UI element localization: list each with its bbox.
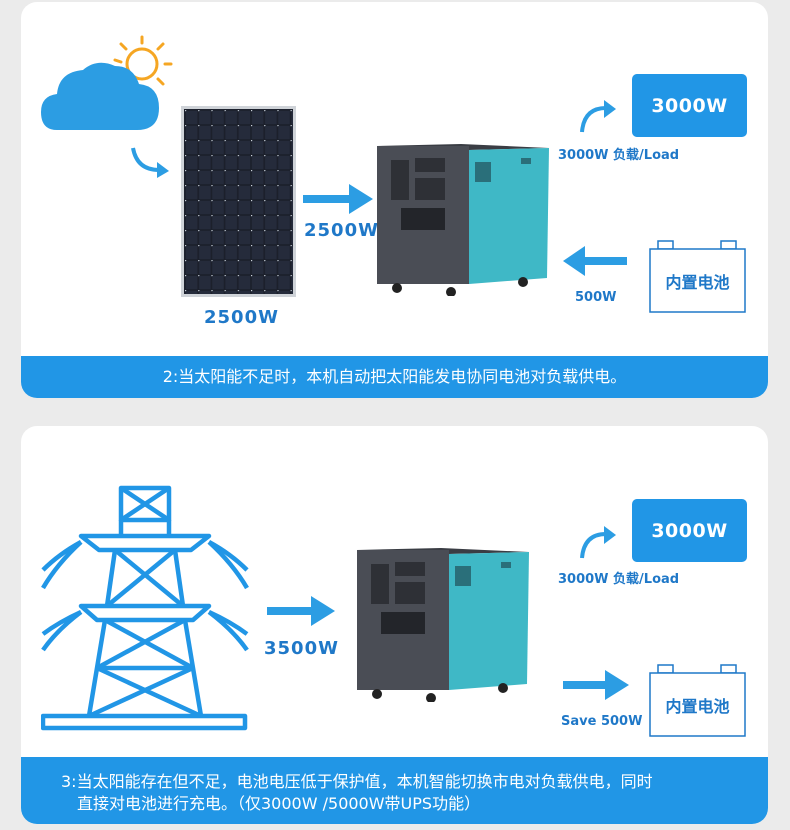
load-label: 3000W 负载/Load — [558, 572, 680, 587]
battery-box: 内置电池 — [649, 662, 746, 737]
transmission-tower-icon — [41, 485, 249, 731]
right-arrow-icon — [563, 670, 629, 700]
power-station-image — [357, 548, 529, 702]
right-arrow-icon — [267, 596, 335, 626]
grid-scenario-panel: 3500W 3000W 3000W 负载/Load 内置电池 Save 500W — [21, 426, 768, 824]
arrow-power-label: 3500W — [264, 638, 339, 659]
solar-panel-image — [181, 106, 296, 297]
arrow-power-label: 2500W — [304, 220, 379, 241]
scenario-caption: 3:当太阳能存在但不足，电池电压低于保护值，本机智能切换市电对负载供电，同时 直… — [21, 757, 768, 824]
scenario-caption-text: 2:当太阳能不足时，本机自动把太阳能发电协同电池对负载供电。 — [162, 367, 627, 386]
right-arrow-icon — [303, 184, 373, 214]
battery-label: 内置电池 — [665, 272, 730, 292]
sun-cloud-icon — [41, 35, 173, 130]
solar-scenario-panel: 2500W 2500W 3000W 3000W 负载/Load — [21, 2, 768, 398]
scenario-caption-line1: 3:当太阳能存在但不足，电池电压低于保护值，本机智能切换市电对负载供电，同时 — [61, 772, 653, 791]
left-arrow-icon — [563, 246, 627, 276]
power-station-image — [377, 144, 549, 296]
battery-icon — [649, 240, 746, 313]
scenario-caption-line2: 直接对电池进行充电。（仅3000W /5000W带UPS功能） — [77, 794, 481, 813]
curved-arrow-icon — [580, 100, 616, 133]
load-label: 3000W 负载/Load — [558, 148, 680, 163]
battery-icon — [649, 664, 746, 737]
battery-label: 内置电池 — [665, 696, 730, 716]
curved-arrow-icon — [131, 147, 169, 178]
battery-box: 内置电池 — [649, 238, 746, 313]
load-power-box: 3000W — [632, 499, 747, 562]
panel-power-label: 2500W — [204, 307, 279, 328]
battery-power-label: 500W — [575, 290, 617, 305]
scenario-caption: 2:当太阳能不足时，本机自动把太阳能发电协同电池对负载供电。 — [21, 356, 768, 398]
load-power-box: 3000W — [632, 74, 747, 137]
curved-arrow-icon — [580, 526, 616, 559]
battery-power-label: Save 500W — [561, 714, 643, 729]
